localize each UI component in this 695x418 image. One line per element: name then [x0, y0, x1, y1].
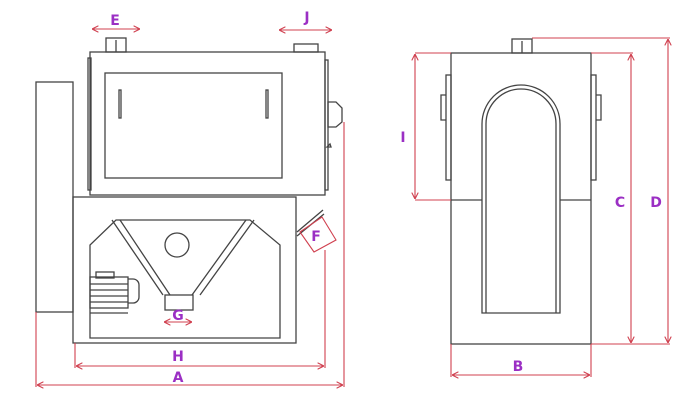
label-j: J [303, 10, 309, 26]
hopper-spout [164, 294, 194, 311]
label-i: I [400, 130, 405, 146]
fitting-j [293, 43, 319, 53]
door-handle-right [265, 89, 269, 119]
door-handle-left [118, 89, 122, 119]
label-g: G [172, 308, 184, 324]
motor [89, 271, 140, 314]
arrow-marker [325, 142, 332, 148]
left-side-strip [445, 74, 452, 181]
outlet-f [299, 216, 337, 253]
lower-cabinet [72, 196, 297, 344]
right-handle [596, 94, 602, 121]
arched-opening [481, 84, 561, 314]
right-side-strip [590, 74, 597, 181]
label-d: D [650, 195, 662, 211]
door-window [104, 72, 283, 179]
inner-chamber [89, 219, 281, 339]
side-view: I C D B [400, 37, 670, 377]
front-view: E J F G H A [35, 10, 345, 387]
side-cabinet [450, 52, 592, 345]
upper-cabinet [89, 51, 326, 196]
left-handle [440, 94, 446, 121]
viewport-circle [164, 232, 190, 258]
side-panel [35, 81, 74, 313]
hopper [111, 219, 255, 296]
label-b: B [513, 359, 524, 375]
label-a: A [173, 370, 184, 386]
side-knob [327, 101, 343, 128]
label-h: H [172, 349, 184, 365]
label-f: F [311, 229, 321, 245]
label-e: E [110, 13, 120, 29]
label-c: C [615, 195, 625, 211]
